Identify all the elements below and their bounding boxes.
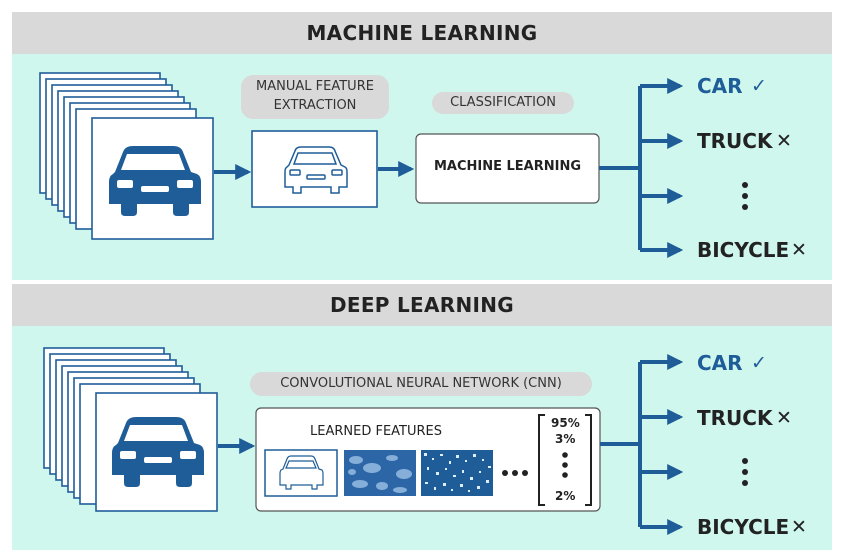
ml-box-label: MACHINE LEARNING <box>433 159 582 174</box>
cross-icon: ✕ <box>791 516 807 538</box>
manual-feature-extraction-pill: MANUAL FEATURE EXTRACTION <box>241 75 389 119</box>
cnn-pill: CONVOLUTIONAL NEURAL NETWORK (CNN) <box>250 372 592 396</box>
dl-output-car: CAR <box>697 351 743 375</box>
ml-output-car: CAR <box>697 74 743 98</box>
feature-thumb-car <box>264 449 338 497</box>
car-icon <box>109 146 201 216</box>
dl-output-branches <box>600 354 684 535</box>
blur-texture <box>348 455 412 493</box>
dl-output-vdots <box>742 458 748 491</box>
probability-bracket <box>538 414 592 506</box>
check-icon: ✓ <box>751 75 767 97</box>
dl-output-truck: TRUCK <box>697 406 773 430</box>
ml-section-header: MACHINE LEARNING <box>12 12 832 54</box>
cnn-label: CONVOLUTIONAL NEURAL NETWORK (CNN) <box>280 376 562 391</box>
ml-output-vdots <box>742 182 748 215</box>
noise-texture <box>424 453 491 492</box>
ml-title: MACHINE LEARNING <box>306 21 538 45</box>
car-outline-icon <box>279 455 324 490</box>
feature-box <box>251 130 378 208</box>
learned-features-label: LEARNED FEATURES <box>310 424 442 439</box>
pct-bicycle: 2% <box>555 489 576 503</box>
check-icon: ✓ <box>751 352 767 374</box>
car-outline-icon <box>284 146 348 194</box>
pct-car: 95% <box>551 416 580 430</box>
dl-output-bicycle: BICYCLE <box>697 515 790 539</box>
ellipsis-dots <box>502 470 528 476</box>
bracket-vdots <box>562 452 568 478</box>
classification-label: CLASSIFICATION <box>450 95 556 110</box>
dl-section-header: DEEP LEARNING <box>12 284 832 326</box>
pct-truck: 3% <box>555 432 576 446</box>
ml-output-bicycle: BICYCLE <box>697 238 790 262</box>
cross-icon: ✕ <box>791 239 807 261</box>
ml-output-branches <box>599 78 684 258</box>
car-icon <box>112 417 204 487</box>
classification-pill: CLASSIFICATION <box>432 92 574 114</box>
cross-icon: ✕ <box>776 407 792 429</box>
manual-feature-label: MANUAL FEATURE EXTRACTION <box>256 79 374 113</box>
dl-title: DEEP LEARNING <box>329 293 515 317</box>
cross-icon: ✕ <box>776 130 792 152</box>
ml-output-truck: TRUCK <box>697 129 773 153</box>
